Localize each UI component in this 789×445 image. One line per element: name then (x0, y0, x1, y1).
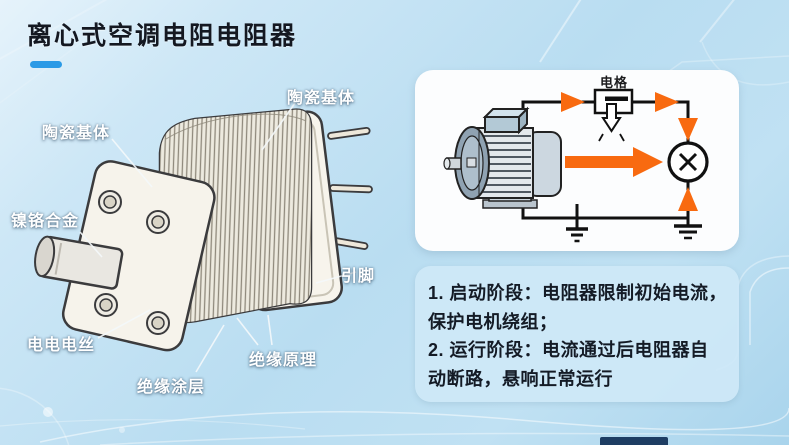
circuit-schematic (443, 88, 709, 243)
note-line-3: 2. 运行阶段：电流通过后电阻器自 (428, 340, 709, 360)
motor-icon (443, 106, 562, 209)
circuit-panel: 电格 (415, 70, 739, 251)
leader-lines (79, 102, 357, 373)
big-flow-arrow (565, 147, 663, 177)
bottom-watermark-bar (600, 437, 668, 445)
resistor-shaft (34, 235, 124, 290)
resistor-component-label: 电格 (599, 75, 628, 90)
ground-icon-right (674, 218, 702, 240)
resistor-bolts (94, 190, 170, 335)
label-insulation-principle: 绝缘原理 (249, 352, 318, 369)
title-underline (30, 61, 62, 68)
flow-arrows (561, 92, 698, 211)
label-insulation-coating: 绝缘涂层 (137, 379, 206, 396)
page-title: 离心式空调电阻电阻器 (27, 22, 298, 50)
label-pins: 引脚 (341, 268, 376, 285)
label-resistance-wire: 电电电丝 (27, 337, 96, 354)
notes-panel: 1. 启动阶段：电阻器限制初始电流， 保护电机绕组； 2. 运行阶段：电流通过后… (415, 266, 739, 402)
label-ceramic-base-left: 陶瓷基体 (42, 125, 111, 142)
note-line-4: 动断路，悬响正常运行 (428, 368, 613, 389)
resistor-box-icon (593, 88, 634, 142)
note-line-1: 1. 启动阶段：电阻器限制初始电流， (428, 283, 728, 303)
resistor-illustration (0, 75, 410, 440)
load-circle-icon (667, 141, 709, 183)
note-line-2: 保护电机绕组； (428, 311, 558, 332)
capacitor-ground-icon (566, 204, 588, 243)
label-nichrome-alloy: 镍铬合金 (11, 213, 80, 230)
label-ceramic-base-right: 陶瓷基体 (287, 90, 356, 107)
